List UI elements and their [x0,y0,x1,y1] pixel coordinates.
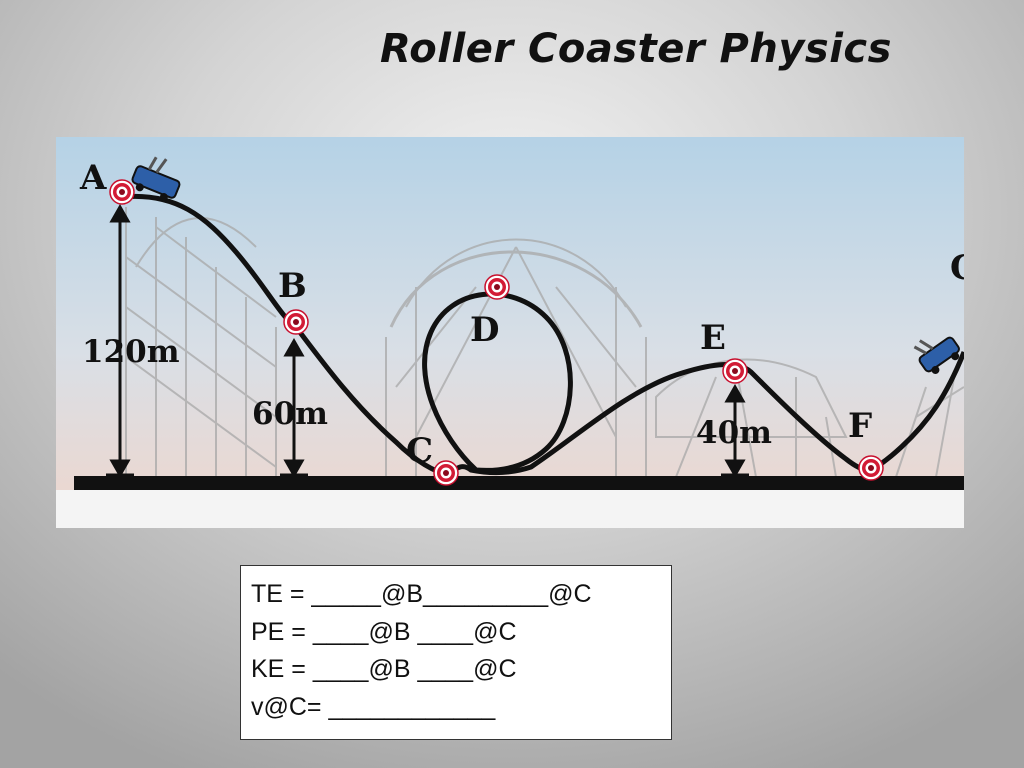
point-label-g: G [950,248,964,288]
point-label-f: F [848,406,872,446]
point-label-b: B [278,266,307,306]
point-label-c: C [406,431,433,471]
height-arrow-b [280,337,308,479]
potential-energy-line: PE = ____@B ____@C [251,617,517,646]
height-label-e: 40m [696,415,772,451]
kinetic-energy-line: KE = ____@B ____@C [251,655,517,683]
coaster-car-top [131,156,181,202]
total-energy-line: TE = _____@B_________@C [251,580,592,608]
marker-b [283,309,309,335]
track-loop [422,291,573,473]
marker-e [722,358,748,384]
point-label-a: A [79,158,107,198]
ground [74,476,964,490]
ground-shadow [56,490,964,528]
height-label-a: 120m [82,334,180,370]
marker-f [858,455,884,481]
height-arrow-e [721,383,749,479]
roller-coaster-diagram: A B C D E F G 120m 60m 40m [56,137,964,528]
marker-d [484,274,510,300]
point-label-e: E [700,318,726,358]
velocity-line: v@C= ____________ [251,692,496,721]
support-structure [125,207,964,478]
height-arrow-a [106,203,134,479]
slide-title: Roller Coaster Physics [380,26,892,72]
marker-a [109,179,135,205]
coaster-car-bottom [913,336,960,374]
marker-c [433,460,459,486]
sky-background [56,137,964,528]
point-label-d: D [470,310,499,350]
height-label-b: 60m [252,396,328,432]
question-box: TE = _____@B_________@C PE = ____@B ____… [240,565,672,740]
